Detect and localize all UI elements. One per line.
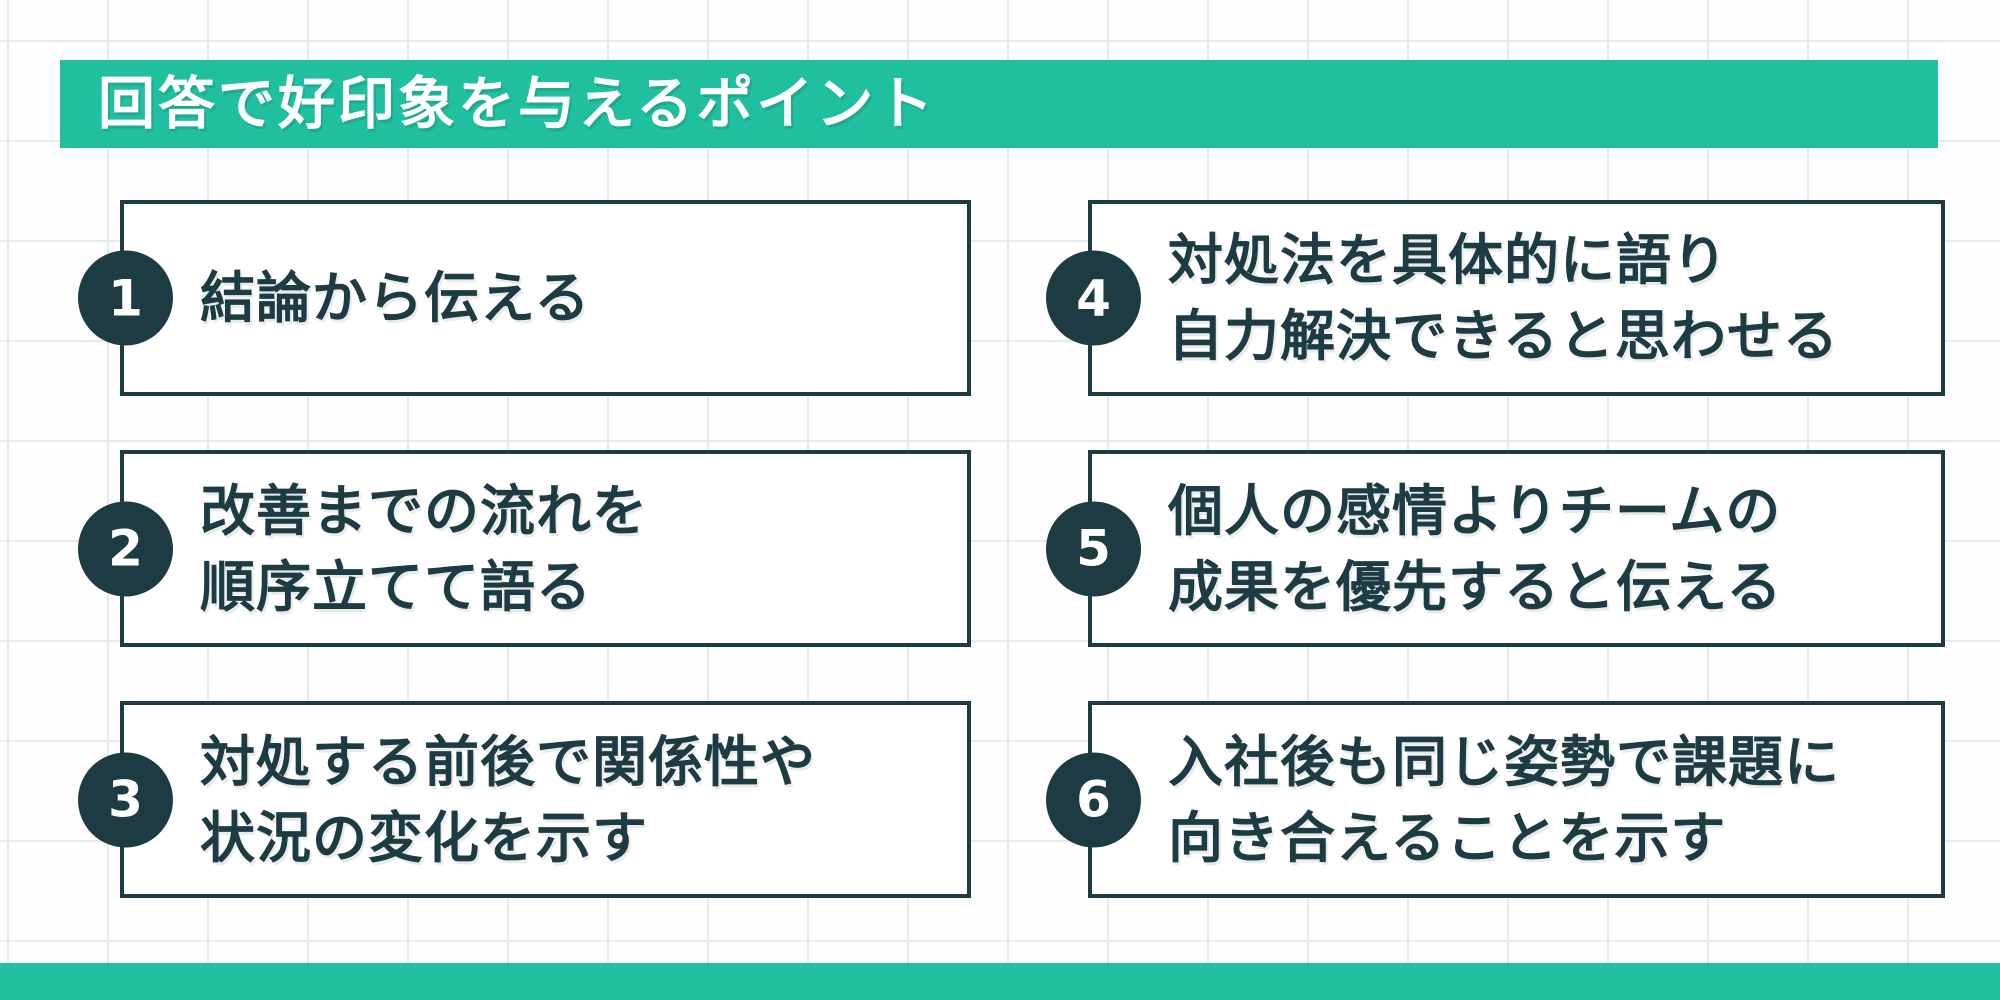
- point-number: 5: [1076, 519, 1111, 578]
- point-number: 6: [1076, 770, 1111, 829]
- point-number: 3: [108, 770, 143, 829]
- point-text-line: 成果を優先すると伝える: [1168, 554, 1783, 619]
- point-number-badge: 3: [78, 752, 173, 847]
- point-text-line: 順序立てて語る: [200, 554, 593, 619]
- point-number-badge: 5: [1046, 501, 1141, 596]
- point-text-line: 改善までの流れを: [200, 478, 649, 543]
- footer-accent-strip: [0, 963, 2000, 1000]
- point-number-badge: 1: [78, 250, 173, 346]
- point-card-6: 6 入社後も同じ姿勢で課題に 向き合えることを示す: [1046, 701, 1945, 898]
- points-grid: 1 結論から伝える 2 改善までの流れを 順序立てて語る 3 対処する前後で関係…: [78, 200, 1945, 898]
- point-text-line: 状況の変化を示す: [200, 805, 649, 870]
- point-text-line: 自力解決できると思わせる: [1168, 304, 1839, 368]
- point-card-4: 4 対処法を具体的に語り 自力解決できると思わせる: [1046, 200, 1945, 396]
- point-text-line: 対処法を具体的に語り: [1168, 228, 1729, 292]
- point-card-2: 2 改善までの流れを 順序立てて語る: [78, 450, 971, 647]
- point-number-badge: 2: [78, 501, 173, 596]
- point-text-line: 入社後も同じ姿勢で課題に: [1168, 729, 1841, 794]
- point-text-line: 個人の感情よりチームの: [1168, 478, 1782, 543]
- point-card-5: 5 個人の感情よりチームの 成果を優先すると伝える: [1046, 450, 1945, 647]
- point-number-badge: 4: [1046, 250, 1141, 346]
- title-banner: 回答で好印象を与えるポイント: [60, 60, 1938, 148]
- point-number-badge: 6: [1046, 752, 1141, 847]
- point-number: 4: [1076, 269, 1111, 327]
- point-text-line: 結論から伝える: [200, 266, 591, 330]
- point-card-1: 1 結論から伝える: [78, 200, 971, 396]
- page-title: 回答で好印象を与えるポイント: [98, 70, 937, 137]
- point-card-3: 3 対処する前後で関係性や 状況の変化を示す: [78, 701, 971, 898]
- point-number: 2: [108, 519, 143, 578]
- point-text-line: 向き合えることを示す: [1168, 805, 1727, 870]
- point-number: 1: [108, 269, 143, 327]
- point-text-line: 対処する前後で関係性や: [200, 729, 817, 794]
